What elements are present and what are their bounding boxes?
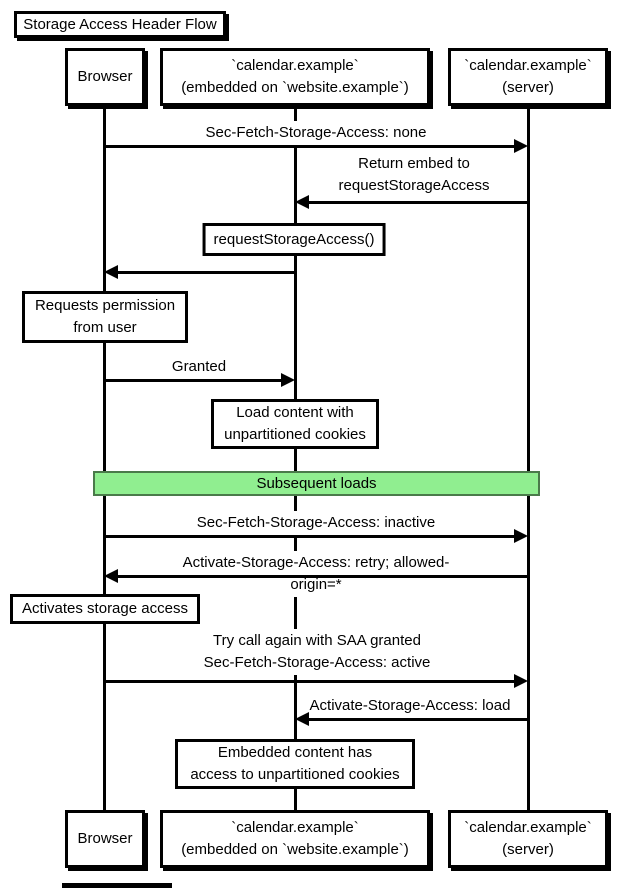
arrow-head-right: [281, 373, 295, 387]
lifeline-embedded: [294, 106, 297, 812]
message-label-boxed: requestStorageAccess(): [202, 223, 386, 256]
diagram-title: Storage Access Header Flow: [14, 11, 226, 38]
lifeline-browser: [103, 106, 106, 812]
actor-browser-top: Browser: [65, 48, 145, 106]
message-arrow-line: [118, 575, 528, 578]
note-requests-permission: Requests permission from user: [22, 291, 188, 343]
note-load-content: Load content with unpartitioned cookies: [211, 399, 379, 449]
message-label: Activate-Storage-Access: load: [304, 694, 516, 718]
message-arrow-line: [118, 271, 295, 274]
arrow-head-left: [295, 195, 309, 209]
message-arrow-line: [104, 680, 514, 683]
actor-browser-bottom: Browser: [65, 810, 145, 868]
message-arrow-line: [309, 718, 528, 721]
message-label: Return embed to requestStorageAccess: [333, 152, 495, 198]
lifeline-server: [527, 106, 530, 812]
actor-embedded-bottom: `calendar.example` (embedded on `website…: [160, 810, 430, 868]
message-arrow-line: [104, 535, 514, 538]
note-activates-storage-access: Activates storage access: [10, 594, 200, 624]
actor-server-top: `calendar.example` (server): [448, 48, 608, 106]
message-label: Try call again with SAA granted Sec-Fetc…: [198, 629, 436, 675]
arrow-head-right: [514, 139, 528, 153]
message-arrow-line: [104, 379, 281, 382]
message-label: Activate-Storage-Access: retry; allowed-…: [156, 551, 476, 597]
note-embedded-content: Embedded content has access to unpartiti…: [175, 739, 415, 789]
actor-embedded-top: `calendar.example` (embedded on `website…: [160, 48, 430, 106]
message-label: Granted: [166, 355, 232, 379]
arrow-head-left: [104, 569, 118, 583]
actor-server-bottom: `calendar.example` (server): [448, 810, 608, 868]
message-label: Sec-Fetch-Storage-Access: none: [200, 121, 432, 145]
arrow-head-left: [295, 712, 309, 726]
arrow-head-left: [104, 265, 118, 279]
message-arrow-line: [309, 201, 528, 204]
bottom-edge-artifact: [62, 883, 172, 888]
message-label: Sec-Fetch-Storage-Access: inactive: [191, 511, 441, 535]
arrow-head-right: [514, 529, 528, 543]
arrow-head-right: [514, 674, 528, 688]
message-arrow-line: [104, 145, 514, 148]
section-subsequent-loads: Subsequent loads: [93, 471, 540, 496]
